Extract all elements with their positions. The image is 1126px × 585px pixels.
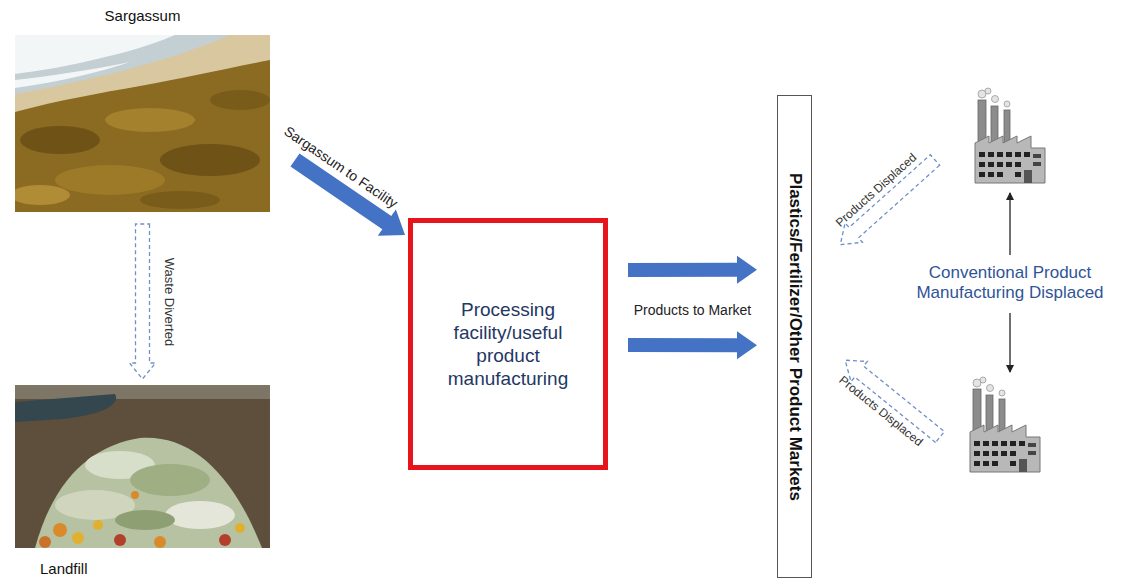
factory-bottom — [970, 377, 1040, 472]
sargassum-photo — [15, 35, 270, 212]
landfill-photo — [72, 532, 84, 544]
sargassum-photo — [160, 144, 260, 176]
market-band: Plastics/Fertilizer/Other Product Market… — [777, 95, 812, 578]
flow-arrow — [130, 224, 156, 379]
photo-caption: Landfill — [40, 560, 88, 577]
landfill-photo — [165, 501, 235, 529]
landfill-photo — [130, 464, 210, 496]
landfill-photo — [115, 510, 175, 530]
landfill-photo — [154, 536, 166, 548]
landfill-photo — [39, 536, 51, 548]
landfill-photo — [35, 438, 262, 548]
flow-note: Products Displaced — [836, 373, 925, 449]
factory-top — [975, 88, 1045, 183]
factory-bottom — [970, 377, 1040, 472]
landfill-photo — [15, 385, 270, 399]
sargassum-photo — [15, 35, 175, 74]
landfill-photo — [15, 385, 270, 548]
flow-arrow — [628, 256, 757, 284]
sargassum-photo — [210, 90, 270, 110]
landfill-photo — [53, 523, 67, 537]
sargassum-photo — [55, 165, 165, 195]
flow-arrow — [628, 331, 757, 359]
photo-frame: Landfill — [15, 385, 270, 548]
displaced-arrow — [832, 150, 944, 254]
landfill-photo — [15, 385, 270, 548]
edge-label: Waste Diverted — [161, 255, 176, 347]
pointer-arrow — [1009, 193, 1010, 255]
photo-frame: Sargassum — [15, 35, 270, 212]
landfill-photo — [235, 523, 245, 533]
process-label: Processing facility/useful product manuf… — [426, 298, 591, 390]
edge-label: Products to Market — [632, 302, 754, 318]
factory-top — [975, 88, 1045, 183]
photo-caption: Sargassum — [15, 7, 270, 24]
flow-arrow — [628, 331, 757, 359]
landfill-photo — [93, 520, 103, 530]
landfill-photo — [114, 534, 126, 546]
group-caption: Conventional Product Manufacturing Displ… — [899, 263, 1121, 303]
landfill-photo — [15, 394, 116, 422]
landfill-photo — [131, 491, 139, 499]
sargassum-photo — [140, 191, 220, 209]
process-box: Processing facility/useful product manuf… — [408, 218, 608, 470]
market-label: Plastics/Fertilizer/Other Product Market… — [785, 173, 805, 501]
flow-note: Products Displaced — [833, 150, 919, 229]
sargassum-photo — [105, 108, 195, 132]
sargassum-photo — [20, 126, 100, 154]
sargassum-photo — [15, 35, 270, 212]
flow-arrow — [130, 224, 156, 379]
sargassum-photo — [15, 62, 130, 88]
pointer-arrow — [1009, 313, 1010, 372]
displaced-arrow — [832, 150, 944, 254]
flow-arrow — [628, 256, 757, 284]
landfill-photo — [219, 534, 231, 546]
sargassum-photo — [15, 185, 70, 205]
